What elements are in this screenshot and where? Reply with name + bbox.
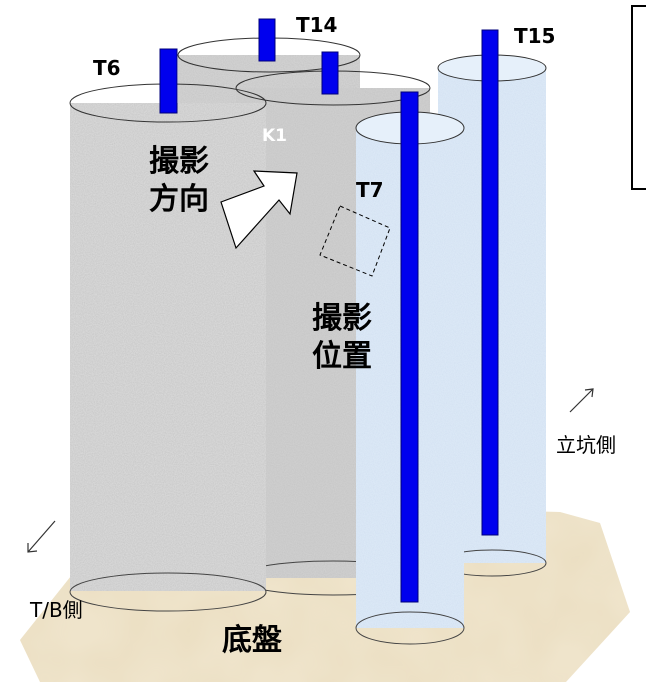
label-t14: T14 bbox=[296, 13, 338, 37]
label-t6: T6 bbox=[93, 56, 121, 80]
diagonal-arrow-icon bbox=[569, 388, 594, 413]
label-shooting-direction: 撮影 方向 bbox=[149, 144, 209, 217]
marker-k1 bbox=[321, 51, 339, 95]
marker-t7 bbox=[400, 91, 419, 603]
column-t6 bbox=[69, 83, 267, 612]
label-k1: K1 bbox=[262, 126, 288, 146]
marker-t14 bbox=[258, 18, 276, 62]
label-shooting-position: 撮影 位置 bbox=[312, 301, 372, 374]
block-arrow-right-icon bbox=[220, 170, 298, 250]
label-t15: T15 bbox=[514, 24, 556, 48]
label-t7: T7 bbox=[356, 178, 384, 202]
shooting-frame bbox=[319, 205, 391, 277]
marker-t15 bbox=[481, 29, 499, 536]
diagonal-arrow-icon bbox=[27, 520, 56, 553]
label-tb-side: T/B側 bbox=[30, 598, 83, 622]
marker-t6 bbox=[159, 48, 178, 114]
label-bedrock: 底盤 bbox=[222, 623, 282, 658]
label-shaft-side: 立坑側 bbox=[556, 433, 616, 457]
legend-bracket bbox=[631, 5, 646, 190]
